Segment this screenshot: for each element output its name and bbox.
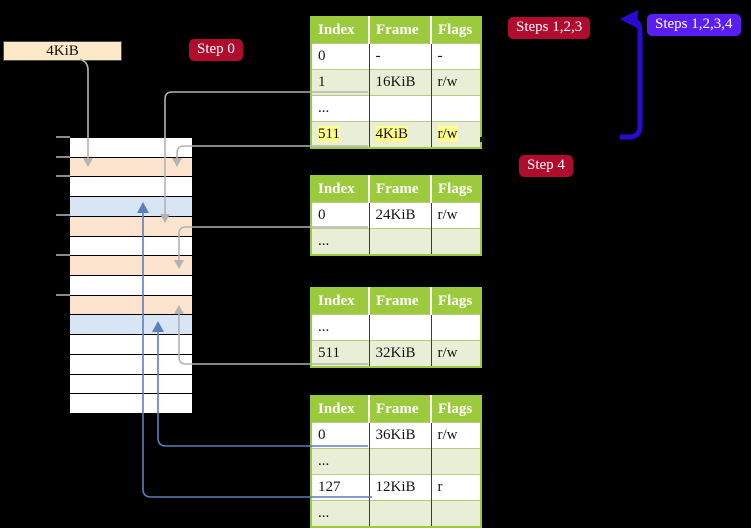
memory-row	[70, 353, 192, 374]
table-cell: 511	[311, 340, 370, 367]
table-row: ...	[311, 500, 481, 527]
highlighted-value: 4KiB	[375, 126, 409, 142]
arrowhead-left-icon	[620, 10, 638, 28]
table-cell: r/w	[431, 121, 481, 148]
table-cell: r/w	[431, 340, 481, 367]
column-header: Index	[311, 396, 370, 423]
table-cell: 0	[311, 202, 370, 229]
memory-row	[70, 294, 192, 315]
frame-size-label: 4KiB	[3, 41, 122, 61]
table-cell: r/w	[431, 422, 481, 449]
table-cell: -	[431, 43, 481, 70]
memory-row	[70, 334, 192, 354]
steps-1234-badge: Steps 1,2,3,4	[647, 14, 741, 36]
memory-row	[70, 275, 192, 295]
table-row: 511 4KiB r/w	[311, 121, 481, 148]
highlighted-value: r/w	[437, 126, 458, 142]
memory-row	[70, 156, 192, 177]
table-cell	[369, 500, 432, 527]
table-cell: -	[369, 43, 432, 70]
memory-row	[70, 196, 192, 216]
table-cell: 0	[311, 43, 370, 70]
column-header: Flags	[431, 176, 481, 203]
recursive-loop-arrow	[620, 17, 643, 140]
table-cell	[431, 500, 481, 527]
table-cell: 127	[311, 474, 370, 501]
memory-column	[70, 138, 192, 414]
tick-mark	[56, 294, 70, 296]
table-cell: 0	[311, 422, 370, 449]
table-row: ...	[311, 314, 481, 341]
column-header: Flags	[431, 396, 481, 423]
table-cell: 511	[311, 121, 370, 148]
step-4-badge: Step 4	[519, 155, 573, 177]
table-row: ...	[311, 448, 481, 475]
column-header: Flags	[431, 17, 481, 44]
table-cell: 24KiB	[369, 202, 432, 229]
table-cell: 16KiB	[369, 69, 432, 96]
table-row: 0--	[311, 43, 481, 70]
tick-mark	[56, 136, 70, 138]
column-header: Flags	[431, 288, 481, 315]
tick-mark	[56, 254, 70, 256]
memory-row	[70, 176, 192, 197]
table-cell	[431, 228, 481, 255]
table-cell: r	[431, 474, 481, 501]
memory-row	[70, 255, 192, 276]
table-cell: ...	[311, 95, 370, 122]
table-cell	[369, 228, 432, 255]
column-header: Frame	[369, 288, 432, 315]
tick-mark	[56, 175, 70, 177]
table-cell: ...	[311, 500, 370, 527]
table-cell: 4KiB	[369, 121, 432, 148]
table-cell: 32KiB	[369, 340, 432, 367]
column-header: Frame	[369, 176, 432, 203]
memory-row	[70, 235, 192, 256]
column-header: Index	[311, 288, 370, 315]
table-cell: r/w	[431, 69, 481, 96]
table-cell	[431, 314, 481, 341]
table-cell	[369, 95, 432, 122]
tick-mark	[56, 156, 70, 158]
table-cell: ...	[311, 448, 370, 475]
table-cell	[431, 95, 481, 122]
table-cell	[369, 448, 432, 475]
tick-mark	[56, 214, 70, 216]
column-header: Frame	[369, 17, 432, 44]
table-cell: ...	[311, 314, 370, 341]
table-row: ...	[311, 95, 481, 122]
table-cell	[431, 448, 481, 475]
highlighted-value: 511	[318, 126, 340, 142]
table-cell: 1	[311, 69, 370, 96]
memory-row	[70, 373, 192, 394]
step-0-badge: Step 0	[189, 39, 243, 61]
table-cell: ...	[311, 228, 370, 255]
table-row: ...	[311, 228, 481, 255]
steps-123-badge: Steps 1,2,3	[508, 17, 591, 39]
column-header: Index	[311, 176, 370, 203]
column-header: Index	[311, 17, 370, 44]
table-cell: 12KiB	[369, 474, 432, 501]
table-cell: r/w	[431, 202, 481, 229]
memory-row	[70, 314, 192, 335]
memory-row	[70, 215, 192, 236]
table-cell: 36KiB	[369, 422, 432, 449]
memory-row	[70, 393, 192, 414]
column-header: Frame	[369, 396, 432, 423]
memory-row	[70, 138, 192, 157]
table-cell	[369, 314, 432, 341]
